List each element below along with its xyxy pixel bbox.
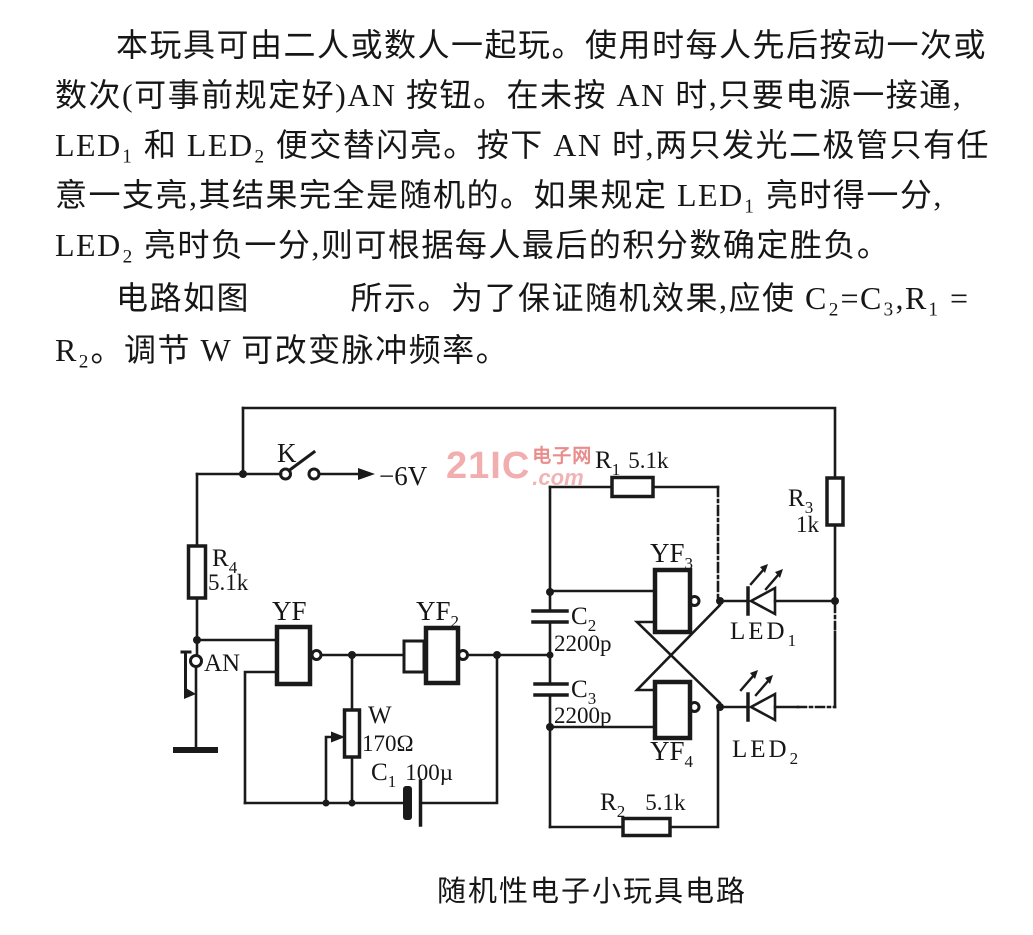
cross-wire-a <box>633 620 722 709</box>
w-wiper-wire <box>324 735 335 805</box>
junction-dot <box>546 651 554 659</box>
label-led2: LED2 <box>732 736 801 768</box>
potentiometer-w <box>342 708 362 759</box>
resistor-r2 <box>621 816 672 838</box>
paragraph-line: LED₂ 亮时负一分,则可根据每人最后的积分数确定胜负。 <box>55 227 891 263</box>
paragraph-line: 意一支亮,其结果完全是随机的。如果规定 LED₁ 亮时得一分, <box>55 177 943 213</box>
label-led1: LED1 <box>730 618 799 650</box>
label-yf2: YF2 <box>416 596 459 631</box>
label-c2: C2 <box>571 603 596 635</box>
label-r4: R4 <box>212 545 238 577</box>
label-switch-k: K <box>277 438 297 468</box>
yf4-bubble <box>688 701 701 713</box>
paragraph-line: 本玩具可由二人或数人一起玩。使用时每人先后按动一次或 <box>116 27 988 63</box>
label-c3: C3 <box>571 676 596 708</box>
yf1-bubble <box>310 649 323 661</box>
power-arrow <box>358 468 375 480</box>
gate-yf1 <box>274 624 313 687</box>
label-an: AN <box>204 650 240 677</box>
resistor-r3 <box>825 476 845 527</box>
led1 <box>722 564 837 617</box>
watermark-brand: 21IC <box>446 445 531 487</box>
capacitor-c2 <box>531 609 569 624</box>
label-yf3: YF3 <box>650 538 693 573</box>
junction-dot <box>831 597 839 605</box>
yf3-bubble <box>688 595 701 607</box>
r2-right-wire <box>668 705 720 829</box>
paragraph-line: LED₁ 和 LED₂ 便交替闪亮。按下 AN 时,两只发光二极管只有任 <box>55 127 990 163</box>
c1-right-wire <box>420 653 499 805</box>
yf2-bubble <box>457 649 469 661</box>
label-w: W <box>368 702 392 729</box>
yf1-feedback-wire <box>243 670 279 805</box>
led2 <box>722 670 837 723</box>
ground-symbol <box>173 747 218 753</box>
value-r4: 5.1k <box>208 570 249 595</box>
cross-wire-b <box>633 599 722 692</box>
resistor-r4 <box>186 544 208 600</box>
gate-yf4 <box>652 679 693 741</box>
button-an <box>180 650 203 750</box>
figure-caption: 随机性电子小玩具电路 <box>437 876 748 908</box>
paragraph-line: R₂。调节 W 可改变脉冲频率。 <box>55 332 510 368</box>
w-wiper-arrow <box>331 731 345 743</box>
top-rail-wire <box>241 406 837 480</box>
label-yf1: YF <box>272 596 307 626</box>
yf2-input-bracket <box>402 639 426 674</box>
value-c2: 2200p <box>554 631 612 656</box>
label-yf4: YF4 <box>650 736 694 771</box>
watermark-com: .com <box>532 465 584 490</box>
capacitor-c1 <box>403 779 423 827</box>
capacitor-c3 <box>533 682 569 697</box>
paragraph-line: 数次(可事前规定好)AN 按钮。在未按 AN 时,只要电源一接通, <box>55 77 963 113</box>
value-c3: 2200p <box>554 703 612 728</box>
value-w: 170Ω <box>362 731 414 756</box>
watermark-cn: 电子网 <box>532 446 593 467</box>
paragraph-line: 电路如图 所示。为了保证随机效果,应使 C₂=C₃,R₁ = <box>116 280 970 316</box>
value-r3: 1k <box>796 512 820 537</box>
resistor-r1 <box>610 475 655 499</box>
gate-yf2 <box>423 625 461 686</box>
label-r3: R3 <box>788 485 813 517</box>
watermark: 21IC 电子网 .com <box>446 447 592 489</box>
label-power: −6V <box>379 461 428 491</box>
gate-yf3 <box>652 567 693 635</box>
